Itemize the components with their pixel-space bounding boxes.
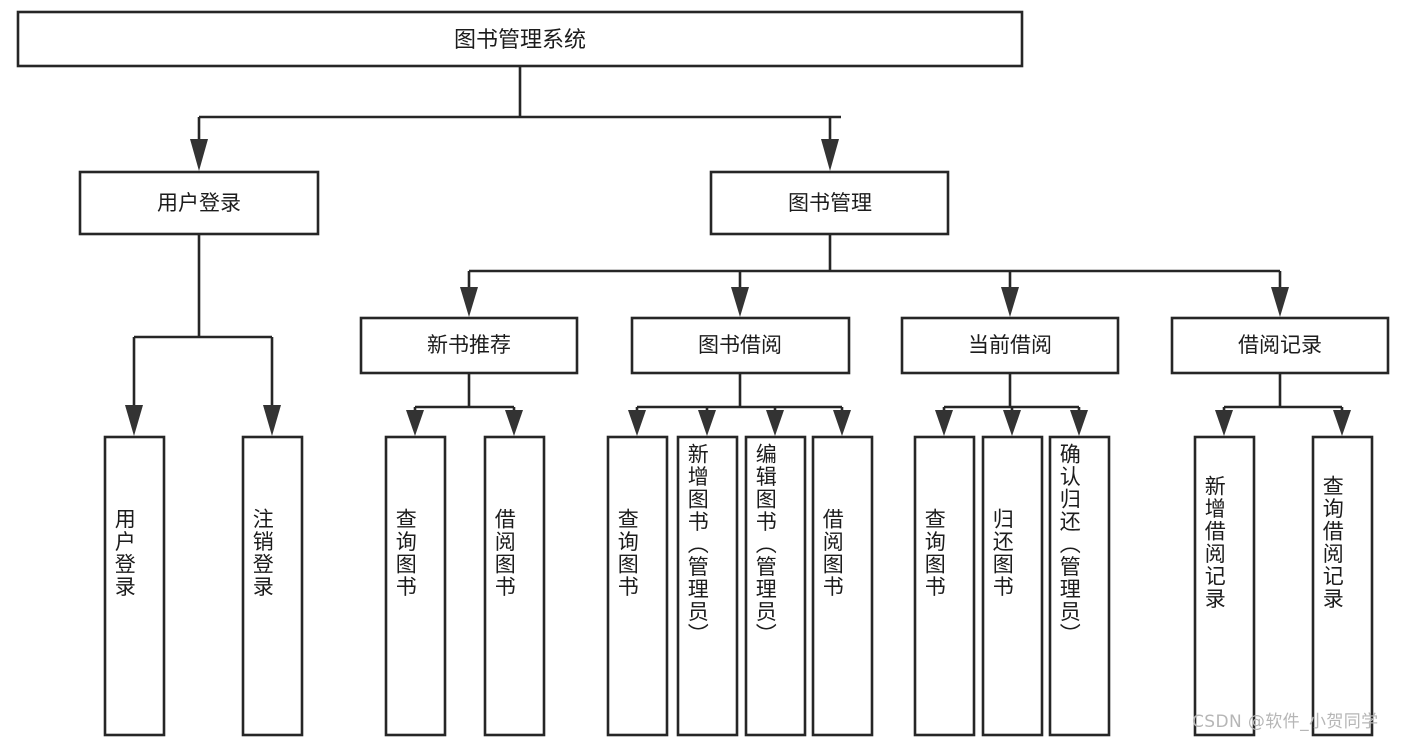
arrowhead-book-manage: [821, 139, 839, 171]
arrowhead-leaf-add-borrow-record: [1215, 410, 1233, 436]
arrowhead-leaf-query-book-1: [406, 410, 424, 436]
arrowhead-leaf-query-borrow-record: [1333, 410, 1351, 436]
node-box-user-login[interactable]: [78, 170, 320, 236]
node-label-new-book-recommend: 新书推荐: [427, 333, 511, 357]
node-box-root[interactable]: [16, 10, 1024, 68]
arrowhead-leaf-edit-book-admin: [766, 410, 784, 436]
arrowhead-leaf-user-logout: [263, 405, 281, 436]
arrowhead-new-book-recommend: [460, 287, 478, 317]
node-label-root: 图书管理系统: [454, 28, 586, 53]
node-box-new-book-recommend[interactable]: [359, 316, 579, 375]
node-label-user-login: 用户登录: [157, 191, 241, 215]
arrowhead-leaf-query-book-2: [628, 410, 646, 436]
node-label-borrow-record: 借阅记录: [1238, 333, 1322, 357]
node-box-book-borrow[interactable]: [630, 316, 851, 375]
arrowhead-user-login: [190, 139, 208, 171]
node-box-book-manage[interactable]: [709, 170, 950, 236]
arrowhead-leaf-confirm-return-admin: [1070, 410, 1088, 436]
arrowhead-leaf-add-book-admin: [698, 410, 716, 436]
node-label-book-borrow: 图书借阅: [698, 333, 782, 357]
arrowhead-book-borrow: [731, 287, 749, 317]
arrowhead-leaf-user-login: [125, 405, 143, 436]
node-box-leaf-edit-book-admin[interactable]: [744, 435, 807, 737]
node-box-leaf-borrow-book-1[interactable]: [483, 435, 546, 737]
node-box-leaf-user-logout[interactable]: [241, 435, 304, 737]
connector-layer: [125, 66, 1351, 436]
arrowhead-leaf-borrow-book-2: [833, 410, 851, 436]
node-layer: 图书管理系统 用户登录 图书管理 新书推荐 图书借阅 当前借阅 借阅记录: [16, 10, 1390, 737]
arrowhead-borrow-record: [1271, 287, 1289, 317]
node-box-leaf-query-book-2[interactable]: [606, 435, 669, 737]
node-label-book-manage: 图书管理: [788, 191, 872, 215]
node-box-leaf-borrow-book-2[interactable]: [811, 435, 874, 737]
node-box-leaf-user-login[interactable]: [103, 435, 166, 737]
node-box-current-borrow[interactable]: [900, 316, 1120, 375]
node-box-leaf-return-book[interactable]: [981, 435, 1044, 737]
node-box-leaf-query-book-1[interactable]: [384, 435, 447, 737]
node-box-borrow-record[interactable]: [1170, 316, 1390, 375]
csdn-watermark: CSDN @软件_小贺同学: [1192, 712, 1379, 732]
node-box-leaf-add-borrow-record[interactable]: [1193, 435, 1256, 737]
arrowhead-leaf-query-book-3: [935, 410, 953, 436]
node-box-leaf-confirm-return-admin[interactable]: [1048, 435, 1111, 737]
node-label-current-borrow: 当前借阅: [968, 333, 1052, 357]
node-box-leaf-query-borrow-record[interactable]: [1311, 435, 1374, 737]
arrowhead-current-borrow: [1001, 287, 1019, 317]
arrowhead-leaf-return-book: [1003, 410, 1021, 436]
node-box-leaf-query-book-3[interactable]: [913, 435, 976, 737]
node-box-leaf-add-book-admin[interactable]: [676, 435, 739, 737]
arrowhead-leaf-borrow-book-1: [505, 410, 523, 436]
